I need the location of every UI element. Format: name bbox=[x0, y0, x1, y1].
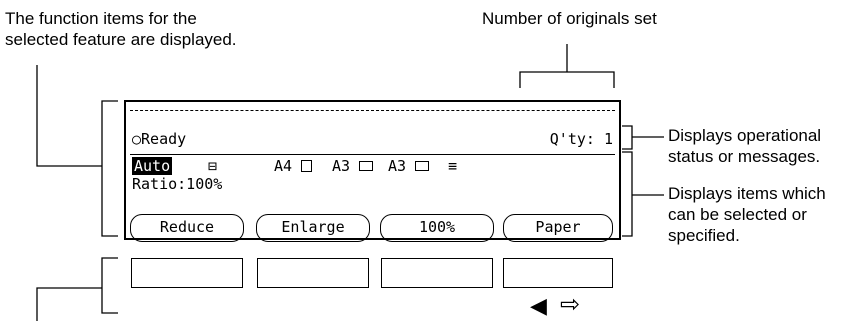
ready-text: Ready bbox=[141, 130, 187, 148]
ready-icon: ○ bbox=[132, 130, 142, 148]
selection-key-4[interactable] bbox=[503, 258, 613, 288]
selection-key-1[interactable] bbox=[131, 258, 243, 288]
selection-key-2[interactable] bbox=[257, 258, 369, 288]
paper-a3-option-2[interactable]: A3 bbox=[388, 157, 430, 175]
function-items-callout-line1: The function items for the bbox=[5, 9, 197, 28]
bypass-tray-icon[interactable]: ≡ bbox=[448, 157, 458, 175]
paper-a3-option-1[interactable]: A3 bbox=[332, 157, 374, 175]
selectable-callout-line3: specified. bbox=[668, 226, 740, 245]
status-callout: Displays operational status or messages. bbox=[668, 125, 821, 167]
reduce-softkey[interactable]: Reduce bbox=[130, 214, 244, 242]
paper-a3-label-2: A3 bbox=[388, 157, 407, 175]
paper-softkey[interactable]: Paper bbox=[503, 214, 613, 242]
paper-portrait-icon bbox=[301, 160, 313, 172]
panel-dotted-divider bbox=[130, 110, 615, 111]
paper-a4-label: A4 bbox=[274, 157, 293, 175]
paper-landscape-icon bbox=[359, 161, 374, 171]
enlarge-softkey[interactable]: Enlarge bbox=[256, 214, 370, 242]
quantity-display: Q'ty: 1 bbox=[550, 130, 613, 148]
status-callout-line2: status or messages. bbox=[668, 147, 821, 166]
paper-a3-label-1: A3 bbox=[332, 157, 351, 175]
auto-paper-option[interactable]: Auto bbox=[132, 157, 173, 175]
ratio-line: Ratio:100% bbox=[132, 175, 223, 193]
quantity-value: 1 bbox=[603, 130, 613, 148]
lcd-panel: ○Ready Q'ty: 1 Auto ⊟ A4 A3 A3 ≡ Ratio:1… bbox=[124, 100, 621, 240]
function-items-callout-line2: selected feature are displayed. bbox=[5, 30, 237, 49]
scroll-left-icon[interactable]: ◀ bbox=[530, 293, 547, 318]
originals-set-callout: Number of originals set bbox=[482, 9, 657, 28]
hundred-percent-softkey[interactable]: 100% bbox=[380, 214, 494, 242]
status-callout-line1: Displays operational bbox=[668, 126, 822, 145]
selectable-callout-line2: can be selected or bbox=[668, 205, 807, 224]
selectable-callout: Displays items which can be selected or … bbox=[668, 183, 826, 246]
paper-a4-option[interactable]: A4 bbox=[274, 157, 313, 175]
selectable-callout-line1: Displays items which bbox=[668, 184, 826, 203]
status-line: ○Ready bbox=[132, 130, 186, 148]
duplex-icon[interactable]: ⊟ bbox=[208, 157, 218, 175]
status-divider bbox=[130, 154, 615, 155]
function-items-callout: The function items for the selected feat… bbox=[5, 8, 237, 50]
selection-key-3[interactable] bbox=[381, 258, 493, 288]
paper-landscape-icon bbox=[415, 161, 430, 171]
quantity-label: Q'ty: bbox=[549, 130, 595, 148]
auto-label: Auto bbox=[132, 157, 173, 175]
scroll-right-icon[interactable]: ⇨ bbox=[560, 291, 581, 318]
